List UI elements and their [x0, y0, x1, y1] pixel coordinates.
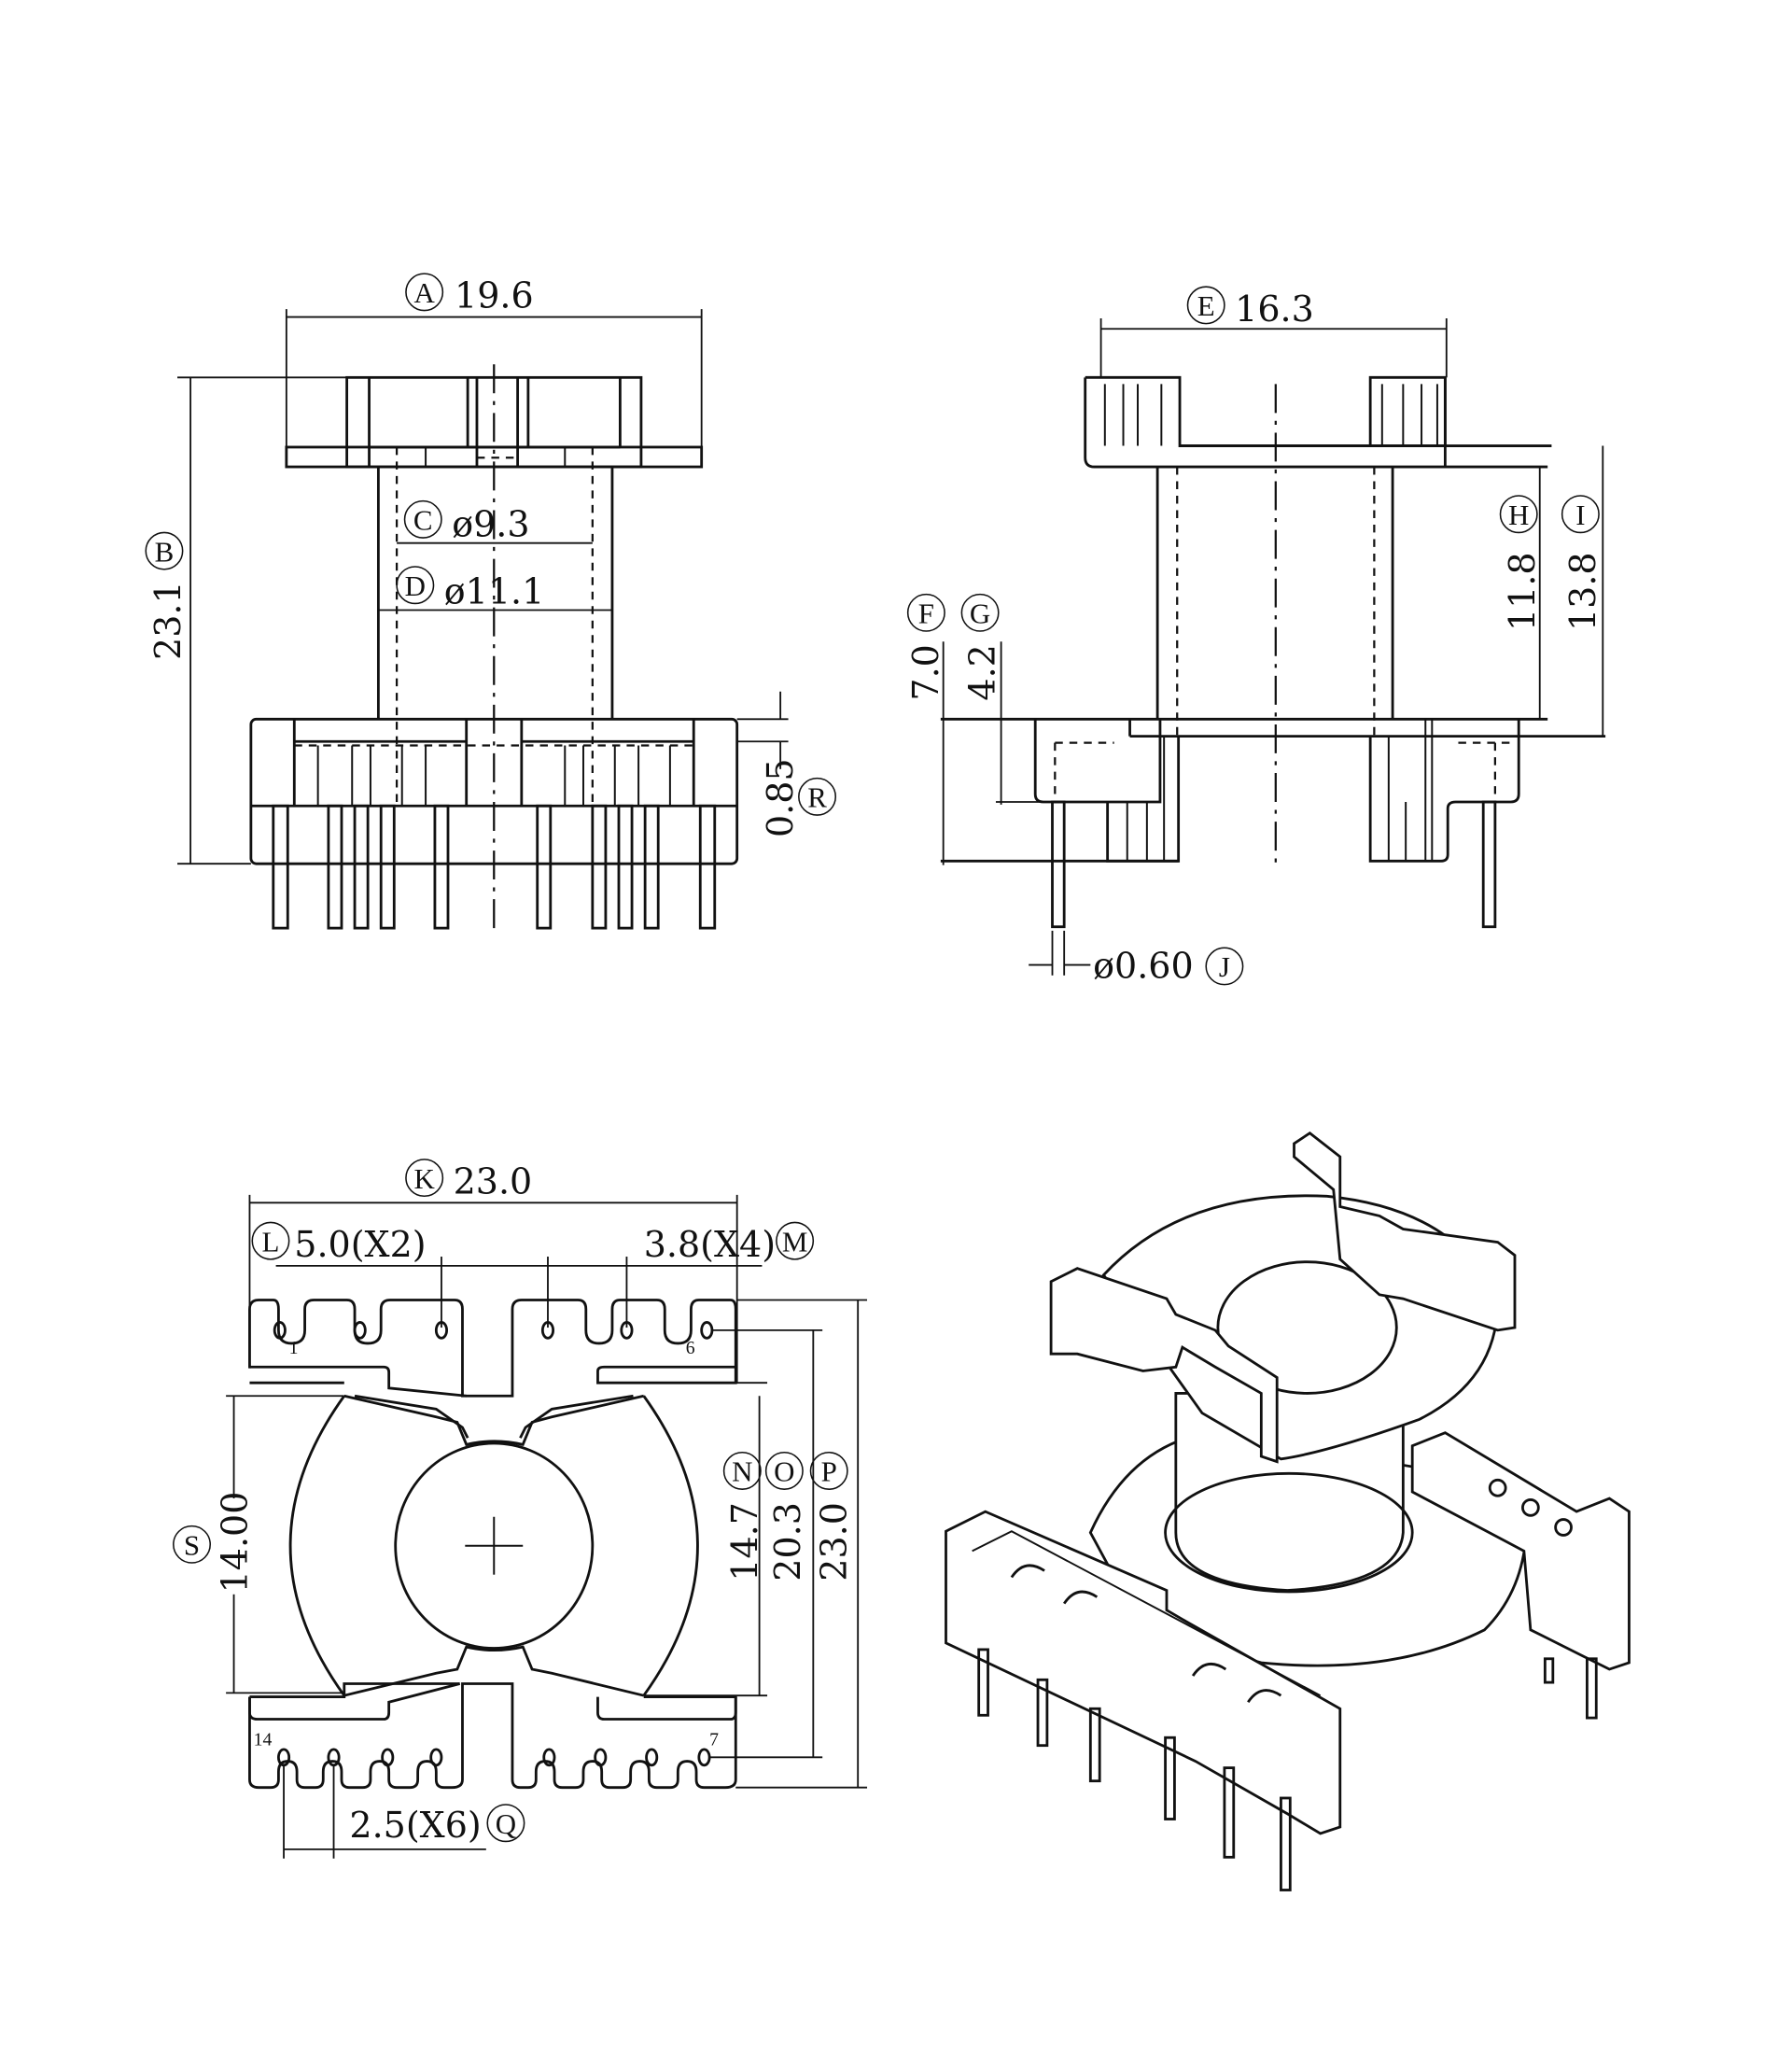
dimension-e: E 16.3 [1099, 286, 1448, 378]
dimension-o: O 20.3 [709, 1328, 823, 1759]
dimension-q-value: 2.5(X6) [349, 1805, 481, 1846]
dimension-k-value: 23.0 [454, 1160, 533, 1202]
dimension-p-label: P [821, 1455, 837, 1488]
dimension-f: F 7.0 [905, 593, 946, 865]
dimension-b-value: 23.1 [147, 581, 189, 660]
dimension-r-label: R [807, 781, 827, 814]
dimension-q-label: Q [496, 1807, 516, 1840]
dimension-s: S 14.00 [173, 1395, 344, 1694]
front-view: A 19.6 B 23.1 C ø9.3 D ø11.1 [145, 273, 837, 936]
side-view: E 16.3 F 7.0 G 4.2 H 11.8 I [905, 286, 1606, 987]
dimension-a-label: A [413, 276, 435, 309]
dimension-m-value: 3.8(X4) [644, 1224, 776, 1265]
footprint-view: 1 6 14 7 K 23.0 L 5.0(X2) 3.8(X4) M [173, 1159, 868, 1859]
dimension-g-value: 4.2 [962, 644, 1003, 700]
front-base [249, 717, 739, 865]
dimension-a: A 19.6 [285, 273, 703, 447]
pin-number-1: 1 [289, 1338, 299, 1358]
dimension-d-label: D [405, 569, 426, 602]
dimension-e-value: 16.3 [1235, 288, 1314, 330]
dimension-c-value: ø9.3 [452, 504, 529, 545]
pin-number-14: 14 [254, 1730, 273, 1750]
dimension-n-label: N [732, 1455, 752, 1488]
core-hole [394, 1441, 595, 1650]
iso-top-tab-right [1293, 1131, 1517, 1332]
dimension-c: C ø9.3 [397, 499, 593, 545]
dimension-d: D ø11.1 [378, 566, 612, 611]
dimension-l-value: 5.0(X2) [294, 1224, 426, 1265]
dimension-j-value: ø0.60 [1093, 946, 1194, 987]
dimension-o-value: 20.3 [767, 1502, 808, 1581]
iso-pins [977, 1648, 1598, 1891]
dimension-g-label: G [970, 597, 990, 630]
dimension-b: B 23.1 [145, 376, 347, 865]
dimension-g: G 4.2 [960, 593, 1052, 805]
dimension-r: 0.85 R [736, 691, 837, 837]
dimension-o-label: O [774, 1455, 794, 1488]
dimension-r-value: 0.85 [760, 758, 801, 837]
dimension-i-label: I [1575, 499, 1585, 531]
dimension-h-label: H [1508, 499, 1529, 531]
side-base [940, 717, 1606, 863]
dimension-m-label: M [782, 1225, 808, 1258]
dimension-q: 2.5(X6) Q [283, 1764, 525, 1859]
dimension-h-value: 11.8 [1502, 552, 1543, 631]
pin-number-7: 7 [709, 1730, 719, 1750]
footprint-bottom-strip [248, 1682, 737, 1790]
dimension-h: H 11.8 [1499, 467, 1543, 720]
isometric-view [945, 1131, 1631, 1891]
dimension-k-label: K [413, 1162, 435, 1195]
dimension-p: P 23.0 [735, 1299, 868, 1789]
dimension-i: I 13.8 [1561, 445, 1604, 737]
side-pin-left [1051, 800, 1066, 929]
dimension-f-value: 7.0 [905, 644, 946, 700]
dimension-p-value: 23.0 [814, 1502, 855, 1581]
dimension-k: K 23.0 [248, 1159, 738, 1384]
pin-number-6: 6 [686, 1338, 695, 1358]
iso-front-pin-housing [945, 1510, 1342, 1835]
dimension-a-value: 19.6 [455, 275, 534, 316]
dimension-n: N 14.7 [643, 1382, 768, 1697]
dimension-j: ø0.60 J [1029, 930, 1244, 987]
dimension-j-label: J [1219, 950, 1230, 983]
dimension-f-label: F [918, 597, 934, 630]
dimension-i-value: 13.8 [1562, 552, 1603, 631]
dimension-d-value: ø11.1 [444, 570, 544, 611]
front-pins [272, 804, 717, 930]
dimension-n-value: 14.7 [724, 1502, 765, 1581]
side-top-flange [1084, 375, 1552, 469]
dimension-b-label: B [155, 535, 175, 568]
dimension-s-label: S [184, 1529, 200, 1562]
dimension-l-label: L [262, 1225, 280, 1258]
dimension-e-label: E [1197, 289, 1215, 322]
iso-right-pin-housing [1410, 1431, 1631, 1671]
footprint-top-strip [248, 1299, 737, 1398]
front-core-tube [376, 446, 614, 809]
dimension-l-m: L 5.0(X2) 3.8(X4) M [251, 1221, 815, 1328]
dimension-c-label: C [413, 504, 433, 537]
side-pin-right [1481, 800, 1497, 929]
iso-top-core-opening [1216, 1260, 1398, 1395]
iso-top-tab-left [1049, 1267, 1279, 1464]
side-core-tube [1155, 467, 1394, 737]
footprint-winding-area [288, 1394, 699, 1697]
dimension-s-value: 14.00 [215, 1492, 256, 1594]
